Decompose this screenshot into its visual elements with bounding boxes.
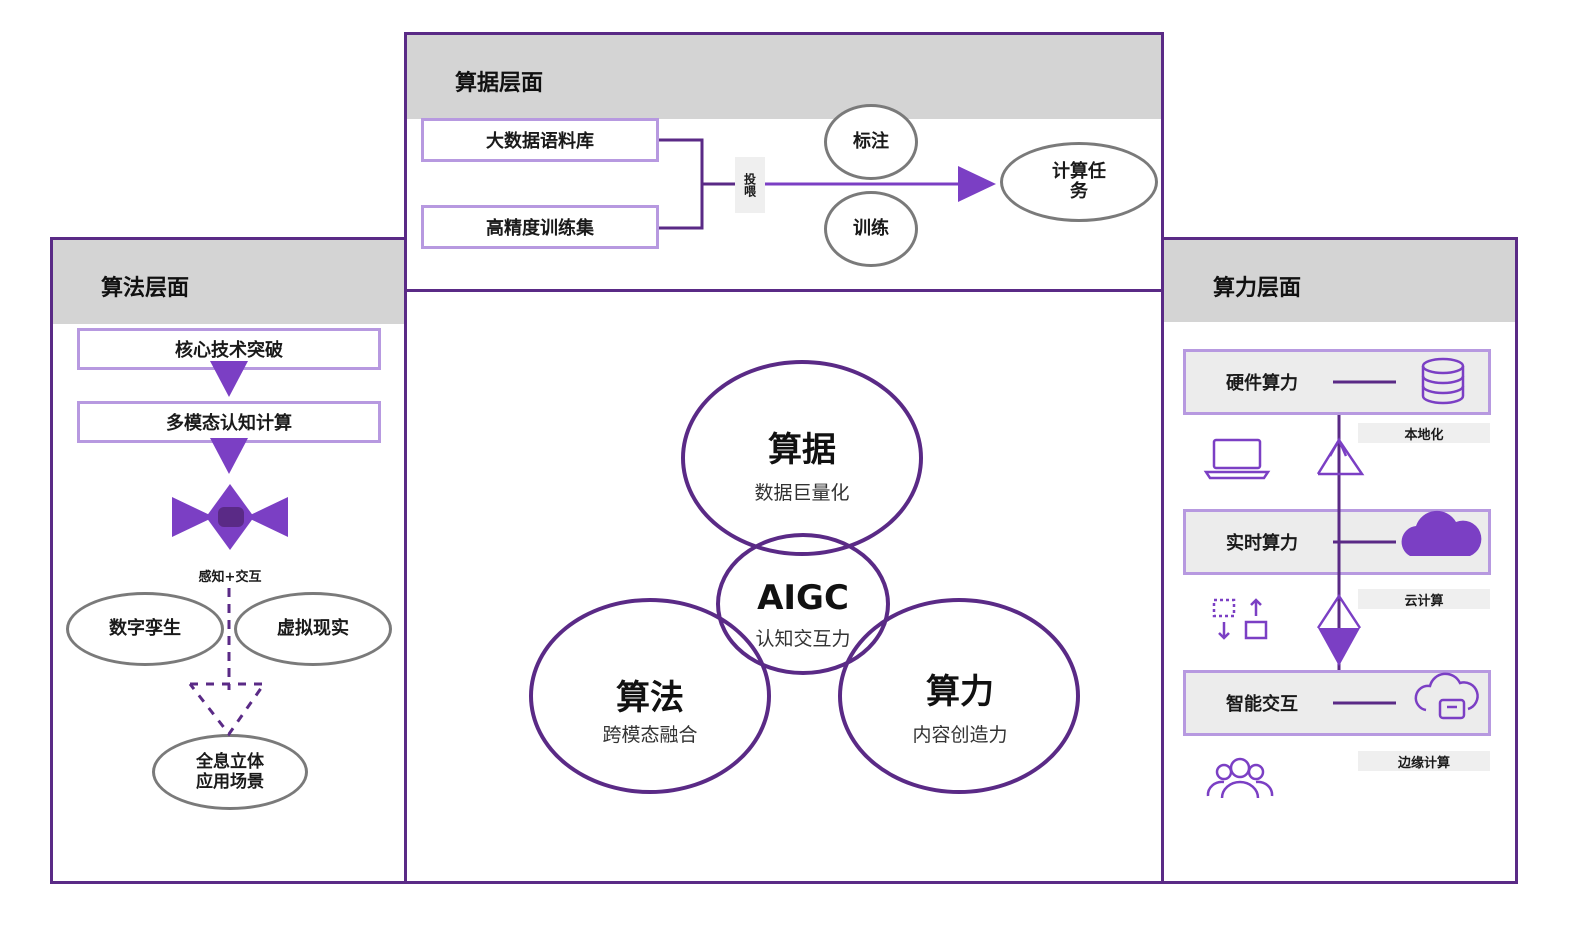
cloud-device-icon: [1414, 672, 1479, 720]
compute-task-oval: 计算任务: [1000, 142, 1158, 222]
laptop-icon: [1203, 438, 1271, 480]
virtual-reality-oval: 虚拟现实: [234, 592, 392, 666]
power-item-hardware-label: 硬件算力: [1226, 373, 1298, 394]
power-item-realtime: 实时算力: [1183, 509, 1491, 575]
venn-aigc-sub: 认知交互力: [755, 628, 851, 650]
venn-power-title: 算力: [926, 672, 994, 712]
train-oval: 训练: [824, 191, 918, 267]
digital-twin-oval: 数字孪生: [66, 592, 224, 666]
venn-algo-circle: [529, 598, 771, 794]
algo-panel-header: [53, 240, 405, 324]
transfer-icon: [1212, 598, 1268, 640]
data-flow-arrowhead: [958, 166, 996, 202]
annotate-oval: 标注: [824, 104, 918, 180]
feed-label-box: 投喂: [735, 157, 765, 213]
tag-local: 本地化: [1358, 423, 1490, 443]
venn-data-title: 算据: [768, 430, 836, 470]
data-panel-header: [407, 35, 1161, 119]
data-flow-bracket: [659, 138, 735, 230]
interaction-hub-icon: [172, 484, 288, 550]
algo-panel-title: 算法层面: [101, 276, 190, 301]
power-arrow-down: [1318, 628, 1360, 666]
venn-data-circle: [681, 360, 923, 556]
perception-interaction-label: 感知+交互: [198, 570, 262, 585]
venn-power-circle: [838, 598, 1080, 794]
power-item-smart-label: 智能交互: [1226, 694, 1298, 715]
power-item-realtime-label: 实时算力: [1226, 533, 1298, 554]
database-icon: [1421, 357, 1465, 405]
big-data-corpus-box: 大数据语料库: [421, 118, 659, 162]
data-panel-title: 算据层面: [455, 71, 544, 96]
algo-arrow-2: [210, 438, 248, 474]
recycle-icon-2: [1316, 593, 1362, 629]
venn-aigc-circle: [716, 533, 890, 675]
tag-cloud: 云计算: [1358, 589, 1490, 609]
power-panel-title: 算力层面: [1213, 276, 1302, 301]
power-panel-header: [1163, 240, 1515, 322]
venn-aigc-title: AIGC: [757, 578, 849, 618]
algo-arrow-1: [210, 361, 248, 397]
holographic-scene-oval: 全息立体应用场景: [152, 734, 308, 810]
users-icon: [1206, 757, 1274, 799]
venn-power-sub: 内容创造力: [912, 724, 1008, 746]
venn-algo-sub: 跨模态融合: [602, 724, 698, 746]
venn-algo-title: 算法: [616, 678, 684, 718]
venn-data-sub: 数据巨量化: [754, 482, 850, 504]
tag-edge: 边缘计算: [1358, 751, 1490, 771]
algo-dashed-triangle: [188, 682, 267, 737]
cloud-icon: [1401, 510, 1482, 556]
feed-label: 投喂: [742, 173, 757, 197]
high-precision-trainset-box: 高精度训练集: [421, 205, 659, 249]
recycle-icon: [1316, 437, 1365, 476]
